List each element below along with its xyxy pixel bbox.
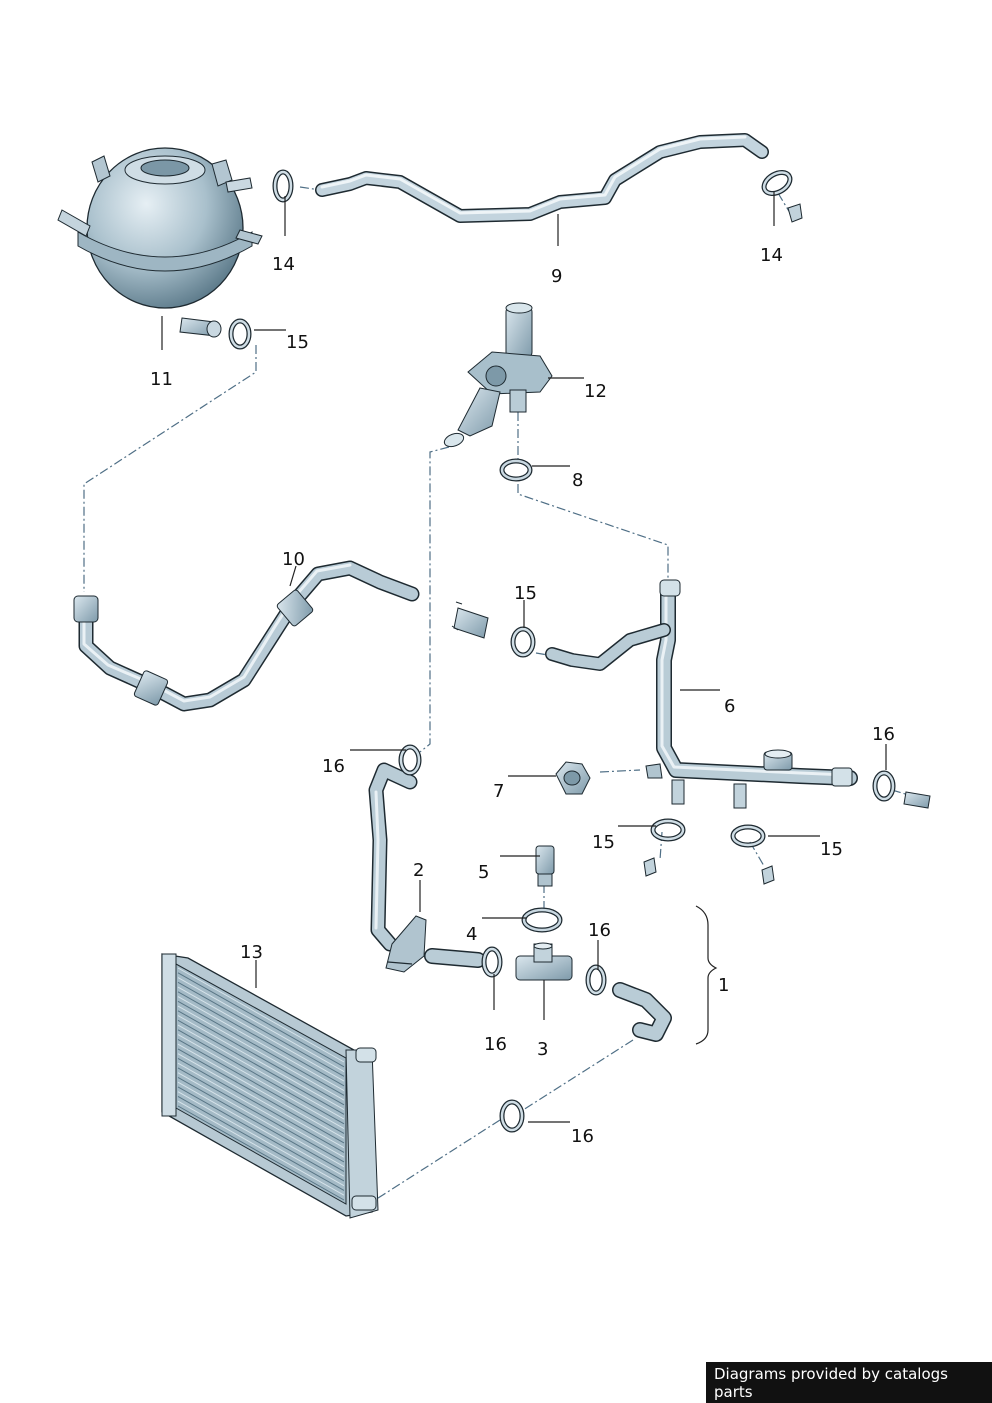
callout-11: 11 xyxy=(150,369,173,390)
callout-14a: 14 xyxy=(272,254,295,275)
hose-clamps xyxy=(228,169,896,1133)
radiator-fin-line xyxy=(177,972,345,1068)
radiator-fin-line xyxy=(177,1091,345,1187)
radiator-fin-line xyxy=(177,1010,345,1106)
callout-8: 8 xyxy=(572,470,583,491)
radiator-13 xyxy=(161,953,379,1219)
radiator-fin-line xyxy=(177,967,345,1063)
callout-15c: 15 xyxy=(820,839,843,860)
radiator-fin-line xyxy=(177,991,345,1087)
callout-16e: 16 xyxy=(571,1126,594,1147)
clamp-16a xyxy=(398,744,422,776)
callout-12: 12 xyxy=(584,381,607,402)
callout-3: 3 xyxy=(537,1039,548,1060)
radiator-fin-line xyxy=(177,1019,345,1115)
attribution-banner: Diagrams provided by catalogs parts xyxy=(706,1362,992,1403)
callout-7: 7 xyxy=(493,781,504,802)
callout-13: 13 xyxy=(240,942,263,963)
radiator-fin-line xyxy=(177,1081,345,1177)
clamp-15b xyxy=(650,818,686,842)
callout-15b: 15 xyxy=(592,832,615,853)
callout-9: 9 xyxy=(551,266,562,287)
radiator-fin-line xyxy=(177,1096,345,1191)
radiator-fin-line xyxy=(177,1043,345,1139)
expansion-tank xyxy=(57,147,263,338)
clamp-16c xyxy=(481,946,503,978)
radiator-fin-line xyxy=(177,1038,345,1134)
radiator-fin-line xyxy=(177,996,345,1091)
radiator-fin-line xyxy=(177,1005,345,1101)
callout-15-tank: 15 xyxy=(286,332,309,353)
pump-valve-12 xyxy=(443,302,553,448)
attribution-text: Diagrams provided by catalogs parts xyxy=(714,1364,948,1401)
radiator-fin-line xyxy=(177,1048,345,1144)
radiator-fin-line xyxy=(177,1072,345,1168)
radiator-fin-line xyxy=(177,1053,345,1149)
hose-assembly-1 xyxy=(368,762,672,1042)
clamp-15c xyxy=(730,824,766,848)
callout-2: 2 xyxy=(413,860,424,881)
callout-16d: 16 xyxy=(484,1034,507,1055)
sender-5 xyxy=(535,845,555,887)
clamp-16b xyxy=(872,770,896,802)
radiator-fin-line xyxy=(177,1086,345,1182)
clamp-14b xyxy=(761,170,793,196)
radiator-fin-line xyxy=(177,981,345,1077)
callout-15a: 15 xyxy=(514,583,537,604)
assembly-dash-lines xyxy=(83,186,913,1201)
callout-16a: 16 xyxy=(322,756,345,777)
leader-lines xyxy=(161,192,887,1123)
hose-stub-left xyxy=(451,601,489,639)
callout-16b: 16 xyxy=(872,724,895,745)
clamp-15a xyxy=(510,626,536,658)
callout-16c: 16 xyxy=(588,920,611,941)
callout-1: 1 xyxy=(718,975,729,996)
radiator-fin-line xyxy=(177,1015,345,1111)
callout-14b: 14 xyxy=(760,245,783,266)
callout-labels: 14 9 14 15 11 12 8 10 15 6 16 16 7 15 15… xyxy=(150,245,895,1147)
radiator-fin-line xyxy=(177,986,345,1082)
bracket-2 xyxy=(385,915,427,973)
t-piece-3 xyxy=(515,942,573,981)
radiator-fin-line xyxy=(177,1029,345,1125)
connector-stubs xyxy=(643,203,931,885)
radiator-fins xyxy=(177,967,345,1201)
callout-4: 4 xyxy=(466,924,477,945)
radiator-fin-line xyxy=(177,1067,345,1163)
callout-6: 6 xyxy=(724,696,735,717)
pipe-6 xyxy=(545,579,858,809)
clamp-14a xyxy=(272,169,294,203)
radiator-fin-line xyxy=(177,1034,345,1130)
radiator-fin-line xyxy=(177,1057,345,1153)
radiator-fin-line xyxy=(177,1100,345,1196)
callout-10: 10 xyxy=(282,549,305,570)
clamp-16d xyxy=(585,964,607,996)
hose-9 xyxy=(315,133,769,223)
radiator-fin-line xyxy=(177,1105,345,1201)
hose-10 xyxy=(73,560,420,712)
plug-7 xyxy=(555,761,591,795)
clamp-16e xyxy=(499,1099,525,1133)
callout-5: 5 xyxy=(478,862,489,883)
clamp-15-tank xyxy=(228,318,252,350)
radiator-fin-line xyxy=(177,1024,345,1120)
radiator-fin-line xyxy=(177,1062,345,1158)
radiator-fin-line xyxy=(177,1077,345,1172)
radiator-fin-line xyxy=(177,1000,345,1096)
radiator-fin-line xyxy=(177,977,345,1072)
